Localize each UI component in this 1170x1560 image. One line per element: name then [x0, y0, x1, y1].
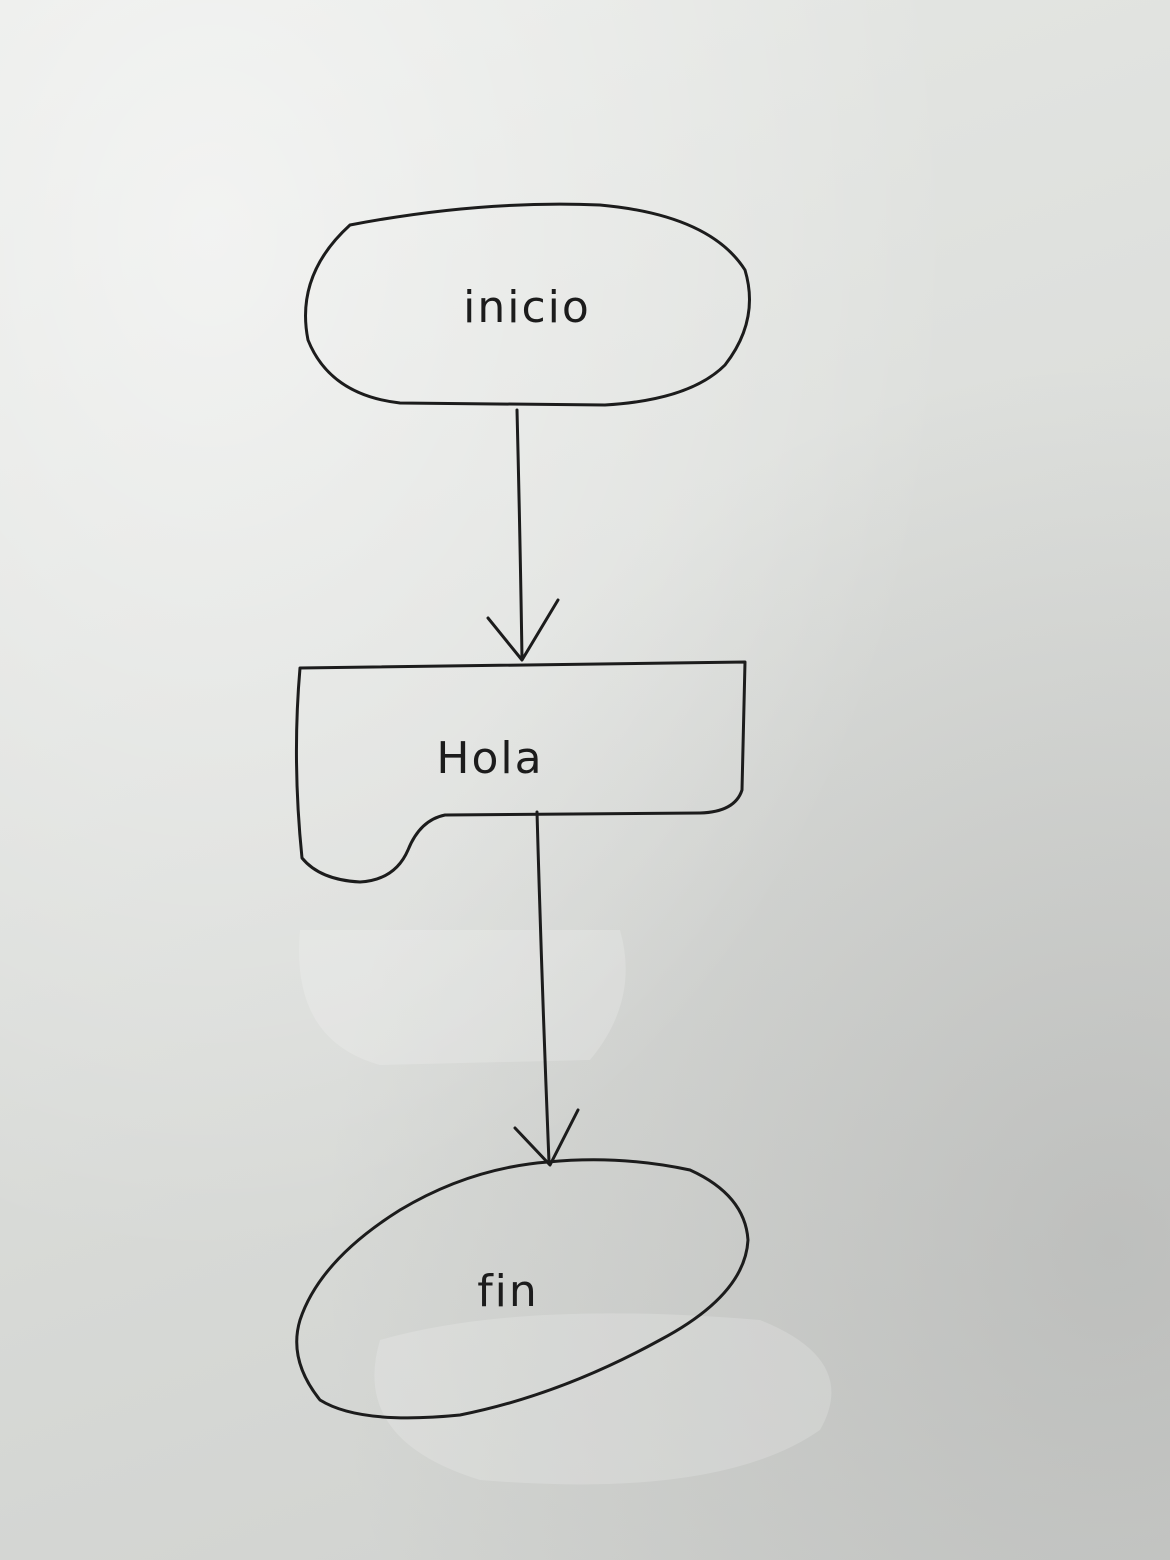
output-node-label: Hola [436, 733, 543, 784]
connector-start-to-output [486, 408, 560, 662]
end-node-shape [295, 1158, 750, 1420]
output-node: Hola [294, 660, 747, 884]
connector-output-to-end [513, 810, 580, 1167]
paper-shadow [374, 1313, 832, 1485]
end-node: fin [295, 1158, 750, 1420]
output-node-shape [294, 660, 747, 884]
arrowhead [513, 1108, 580, 1167]
connector-line [515, 408, 524, 660]
arrowhead [486, 598, 560, 662]
paper-shadow [299, 930, 626, 1065]
start-node-shape [304, 202, 751, 407]
start-node-label: inicio [463, 282, 591, 333]
end-node-label: fin [477, 1266, 539, 1317]
connector-line [535, 810, 551, 1164]
start-node: inicio [304, 202, 751, 407]
